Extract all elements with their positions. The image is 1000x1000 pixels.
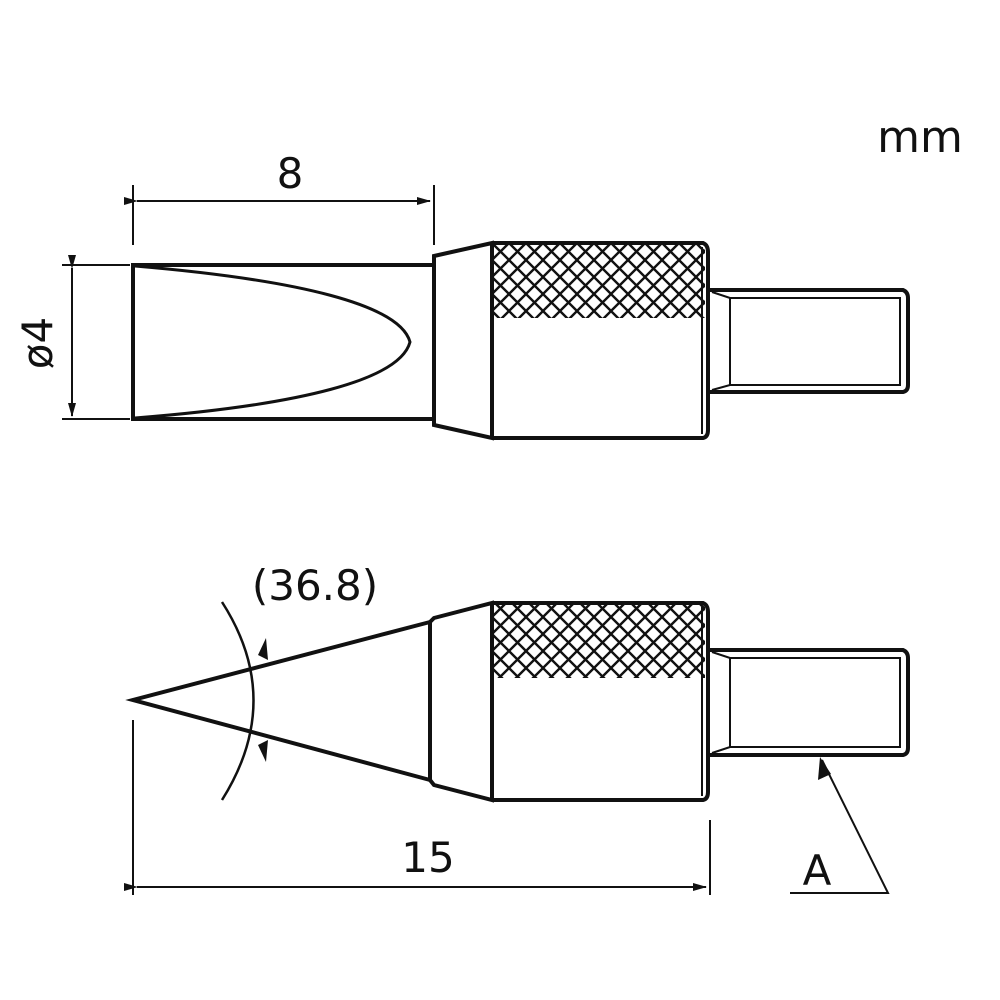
knurl-pattern <box>492 603 705 678</box>
dimension-8-label: 8 <box>277 149 304 198</box>
callout-a-label: A <box>803 846 832 895</box>
unit-label: mm <box>877 112 963 163</box>
conical-tip <box>125 620 431 782</box>
knurled-body <box>492 241 710 440</box>
callout-leader <box>790 759 890 894</box>
top-stylus-view: 8 ø4 <box>13 149 910 441</box>
threaded-shaft <box>710 288 910 394</box>
knurl-pattern <box>492 243 705 318</box>
cone-section <box>428 600 494 803</box>
bottom-stylus-view: (36.8) 15 A <box>124 561 910 895</box>
diameter-label: ø4 <box>13 317 62 369</box>
flat-tip-curve <box>134 264 412 420</box>
flat-tip-body <box>131 263 434 421</box>
angle-label: (36.8) <box>252 561 378 610</box>
threaded-shaft <box>710 648 910 757</box>
dimension-15-label: 15 <box>401 833 454 882</box>
knurled-body <box>492 601 710 802</box>
angle-arc <box>220 601 255 801</box>
cone-section <box>432 240 494 441</box>
